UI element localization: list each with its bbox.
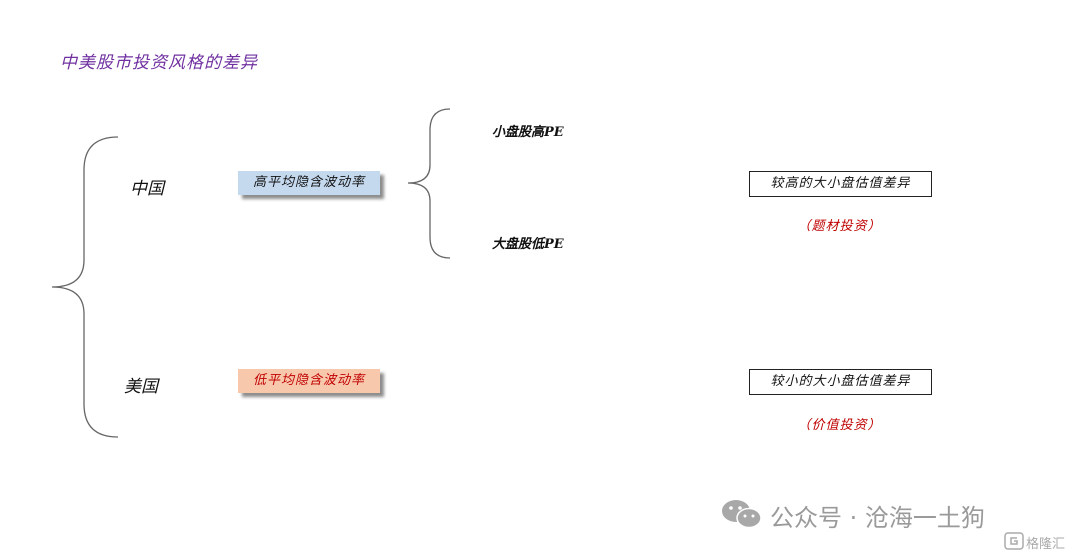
usa-label: 美国 [124, 377, 158, 397]
china-style-note: （题材投资） [797, 219, 882, 234]
slide-title: 中美股市投资风格的差异 [60, 53, 258, 73]
pe-brace [407, 108, 451, 259]
china-label: 中国 [130, 179, 164, 199]
china-volatility-tag: 高平均隐含波动率 [238, 171, 380, 195]
gelonghui-watermark: 格隆汇 [1026, 537, 1066, 552]
usa-style-note: （价值投资） [797, 418, 882, 433]
watermark-text: 公众号 · 沧海一土狗 [770, 504, 985, 532]
usa-volatility-tag: 低平均隐含波动率 [238, 369, 380, 393]
china-valuation-box: 较高的大小盘估值差异 [749, 171, 932, 197]
wechat-icon [722, 500, 762, 529]
usa-valuation-box: 较小的大小盘估值差异 [749, 369, 932, 395]
main-brace [51, 136, 119, 438]
small-cap-pe: 小盘股高PE [492, 125, 564, 140]
large-cap-pe: 大盘股低PE [492, 237, 564, 252]
gelonghui-logo-icon [1004, 532, 1026, 550]
